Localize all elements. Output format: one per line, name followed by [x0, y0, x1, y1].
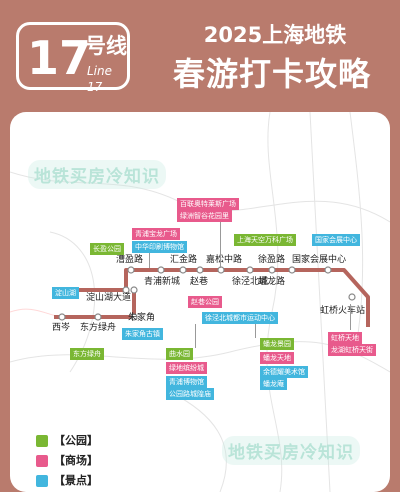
header: 17 号线 Line 17 2025上海地铁 春游打卡攻略 [0, 0, 400, 110]
legend-park-label: 【公园】 [54, 434, 98, 447]
connector [195, 324, 196, 348]
station-caoyinglu: 漕盈路 [116, 255, 144, 265]
tag-dongfang-lvzhou: 东方绿舟 [70, 348, 104, 360]
station-xujingbeicheng: 徐泾北城 [232, 277, 269, 287]
tag-qushui-garden: 曲水园 [166, 348, 193, 360]
legend-mall-label: 【商场】 [54, 454, 98, 467]
tag-xujing-sports: 徐泾北城都市运动中心 [202, 312, 278, 324]
station-jiasongzhonglu: 嘉松中路 [206, 255, 243, 265]
station-zhujiajiao: 朱家角 [128, 313, 156, 323]
tag-printing-museum: 中华印刷博物馆 [132, 241, 187, 253]
tag-changying-park: 长盈公园 [90, 243, 124, 255]
station-xuyinglu: 徐盈路 [258, 255, 286, 265]
tag-lvzhou-zhigu: 绿洲智谷花园里 [177, 210, 232, 222]
line-badge: 17 号线 Line 17 [16, 22, 130, 94]
station-hongqiaohuochezhan: 虹桥火车站 [320, 306, 366, 316]
tag-bailian-outlets: 百联奥特莱斯广场 [177, 198, 239, 210]
tag-panlong-an: 蟠龙庵 [260, 378, 287, 390]
tag-dianshan-lake: 淀山湖 [52, 287, 79, 299]
legend-park: 【公园】 [36, 434, 156, 448]
legend-mall-swatch [36, 455, 48, 467]
connector [255, 324, 256, 338]
tag-expo-center: 国家会展中心 [312, 234, 360, 246]
legend-spot: 【景点】 [36, 474, 156, 488]
tag-yuz-museum: 余德耀美术馆 [260, 366, 308, 378]
station-panlonglu: 蟠龙路 [258, 277, 286, 287]
tag-panlong-jingyuan: 蟠龙景园 [260, 338, 294, 350]
title-line-1: 2025上海地铁 [203, 23, 347, 47]
connector [220, 222, 221, 268]
line-word: 号线 [85, 34, 127, 58]
watermark-bottom: 地铁买房冷知识 [222, 436, 360, 465]
legend-spot-swatch [36, 475, 48, 487]
line-17-path [54, 268, 370, 327]
station-dongfanglvzhou: 东方绿舟 [80, 323, 117, 333]
tag-lvdi-binfen: 绿地缤纷城 [166, 362, 207, 374]
line-number: 17 [27, 31, 92, 85]
tag-zhujiajiao-town: 朱家角古镇 [122, 328, 163, 340]
legend-spot-label: 【景点】 [54, 474, 98, 487]
connector [149, 250, 150, 268]
tag-zhaoxiang-park: 赵巷公园 [188, 296, 222, 308]
tag-longhu-tianjie: 龙湖虹桥天街 [328, 344, 376, 356]
station-xicen: 西岑 [52, 323, 71, 333]
tag-qingpu-museum: 青浦博物馆 [166, 376, 207, 388]
tag-qingpu-baolong: 青浦宝龙广场 [132, 228, 180, 240]
tag-tianky-vanke: 上海天空万科广场 [234, 234, 296, 246]
line-english: Line 17 [87, 64, 113, 94]
station-zhaoxiang: 赵巷 [190, 277, 209, 287]
watermark-top: 地铁买房冷知识 [28, 160, 166, 189]
tag-chenghuang-temple: 公园路城隍庙 [166, 388, 214, 400]
tag-panlong-tiandi: 蟠龙天地 [260, 352, 294, 364]
connector [350, 304, 351, 330]
station-huijinlu: 汇金路 [170, 255, 198, 265]
tag-hongqiao-tiandi: 虹桥天地 [328, 332, 362, 344]
map-card: 地铁买房冷知识 地铁买房冷知识 西岑 东方绿舟 朱家角 淀山湖大道 漕盈路 青浦… [10, 112, 390, 492]
title-line-2: 春游打卡攻略 [172, 55, 371, 93]
legend-mall: 【商场】 [36, 454, 156, 468]
station-dianshanhudadao: 淀山湖大道 [86, 293, 132, 303]
station-qingpuxincheng: 青浦新城 [144, 277, 181, 287]
legend-park-swatch [36, 435, 48, 447]
station-guojiahuizhan: 国家会展中心 [292, 255, 347, 265]
